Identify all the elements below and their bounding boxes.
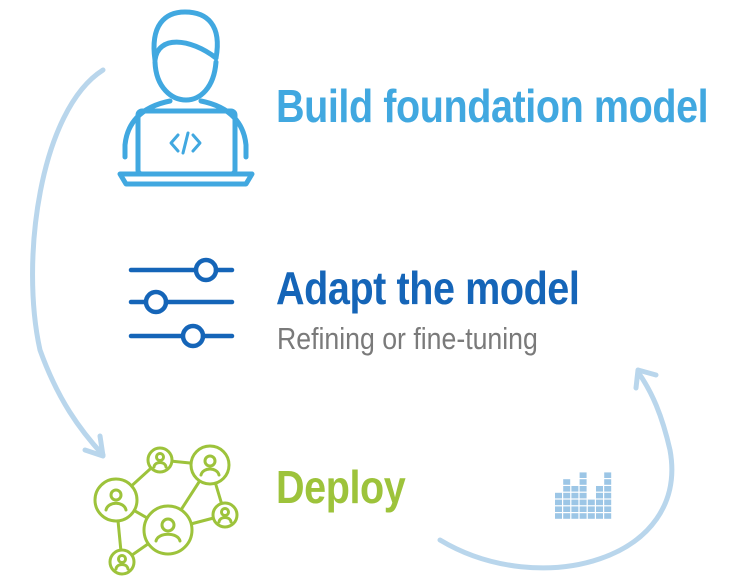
- bar-chart-cell: [563, 506, 571, 512]
- people-network-icon: [93, 444, 239, 576]
- bar-chart-cell: [555, 513, 562, 519]
- bar-chart-cell: [579, 492, 587, 499]
- bar-chart-cell: [579, 499, 587, 506]
- step-adapt-subtitle: Refining or fine-tuning: [277, 321, 538, 356]
- bar-chart-cell: [587, 499, 595, 506]
- bar-chart-cell: [604, 472, 612, 478]
- bar-chart-cell: [587, 513, 595, 519]
- bar-chart-cell: [571, 513, 579, 519]
- bar-chart-cell: [563, 486, 571, 492]
- sliders-icon: [128, 257, 235, 349]
- bar-chart-cell: [604, 479, 612, 485]
- bar-chart-cell: [587, 506, 595, 512]
- bar-chart-cell: [604, 486, 612, 492]
- arrow-deploy-to-adapt: [437, 367, 675, 571]
- bar-chart-cell: [563, 499, 571, 506]
- bar-chart-cell: [555, 492, 562, 499]
- bar-chart-cell: [555, 506, 562, 512]
- bar-chart-cell: [555, 499, 562, 506]
- step-build-title: Build foundation model: [276, 80, 709, 132]
- bar-chart-cell: [596, 506, 603, 512]
- arrow-build-to-deploy: [30, 67, 106, 459]
- bar-chart-cell: [563, 513, 571, 519]
- bar-chart-cell: [596, 513, 603, 519]
- bar-chart-cell: [596, 486, 603, 492]
- bar-chart-cell: [579, 472, 587, 478]
- bar-chart-data-icon: [555, 472, 612, 519]
- bar-chart-cell: [596, 499, 603, 506]
- bar-chart-cell: [604, 506, 612, 512]
- bar-chart-cell: [579, 513, 587, 519]
- bar-chart-cell: [604, 513, 612, 519]
- bar-chart-cell: [571, 486, 579, 492]
- bar-chart-cell: [579, 479, 587, 485]
- bar-chart-cell: [579, 486, 587, 492]
- bar-chart-cell: [563, 492, 571, 499]
- bar-chart-cell: [571, 506, 579, 512]
- bar-chart-cell: [604, 499, 612, 506]
- bar-chart-cell: [604, 492, 612, 499]
- bar-chart-cell: [563, 479, 571, 485]
- step-adapt-title: Adapt the model: [276, 262, 580, 314]
- bar-chart-cell: [579, 506, 587, 512]
- bar-chart-cell: [571, 492, 579, 499]
- bar-chart-cell: [571, 499, 579, 506]
- bar-chart-cell: [596, 492, 603, 499]
- developer-laptop-icon: [117, 9, 255, 187]
- step-deploy-title: Deploy: [276, 461, 406, 513]
